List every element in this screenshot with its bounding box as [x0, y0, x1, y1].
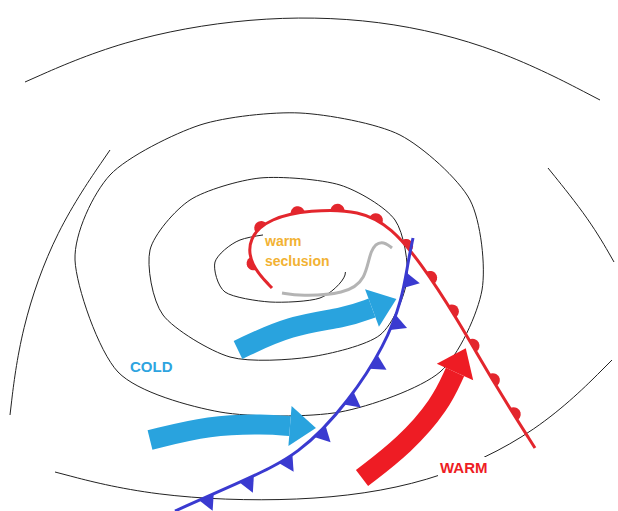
cold-front [175, 238, 420, 511]
warm-label: WARM [438, 457, 490, 479]
isobar [55, 360, 612, 500]
seclusion-label: warm seclusion [263, 231, 347, 272]
isobar [10, 150, 110, 415]
cold-front-symbol [369, 355, 386, 370]
cold-front-symbol [403, 272, 419, 288]
cold-front-symbol [390, 315, 407, 330]
cold-front-line [175, 238, 413, 511]
isobar [25, 18, 600, 100]
warm-front-symbol [247, 257, 257, 270]
warm-front-symbol [469, 339, 480, 352]
cold-label: COLD [128, 356, 175, 378]
cold-air-arrow [150, 406, 316, 446]
warm-front-symbol [489, 373, 500, 386]
cold-air-arrow-body [150, 424, 290, 440]
cold-front-symbol [199, 494, 214, 511]
warm-front-symbol [291, 206, 305, 214]
cold-front-symbol [344, 392, 361, 408]
isobar [149, 177, 407, 360]
warm-front-symbol [426, 271, 437, 284]
cold-front-symbol [314, 426, 330, 442]
warm-front-symbol [510, 407, 521, 420]
cold-front-symbol [279, 455, 294, 472]
warm-front-symbol [370, 213, 383, 223]
warm-front-symbol [330, 204, 344, 211]
isobars [10, 18, 614, 500]
isobar [548, 168, 614, 262]
warm-front-symbol [448, 304, 459, 317]
cold-air-arrow-body [238, 308, 372, 350]
warm-front-line [250, 210, 535, 448]
cold-air-arrow [238, 289, 396, 350]
cold-air-arrow-head [365, 289, 396, 327]
warm-air-arrow-head [437, 348, 473, 380]
cold-front-symbol [239, 476, 254, 493]
